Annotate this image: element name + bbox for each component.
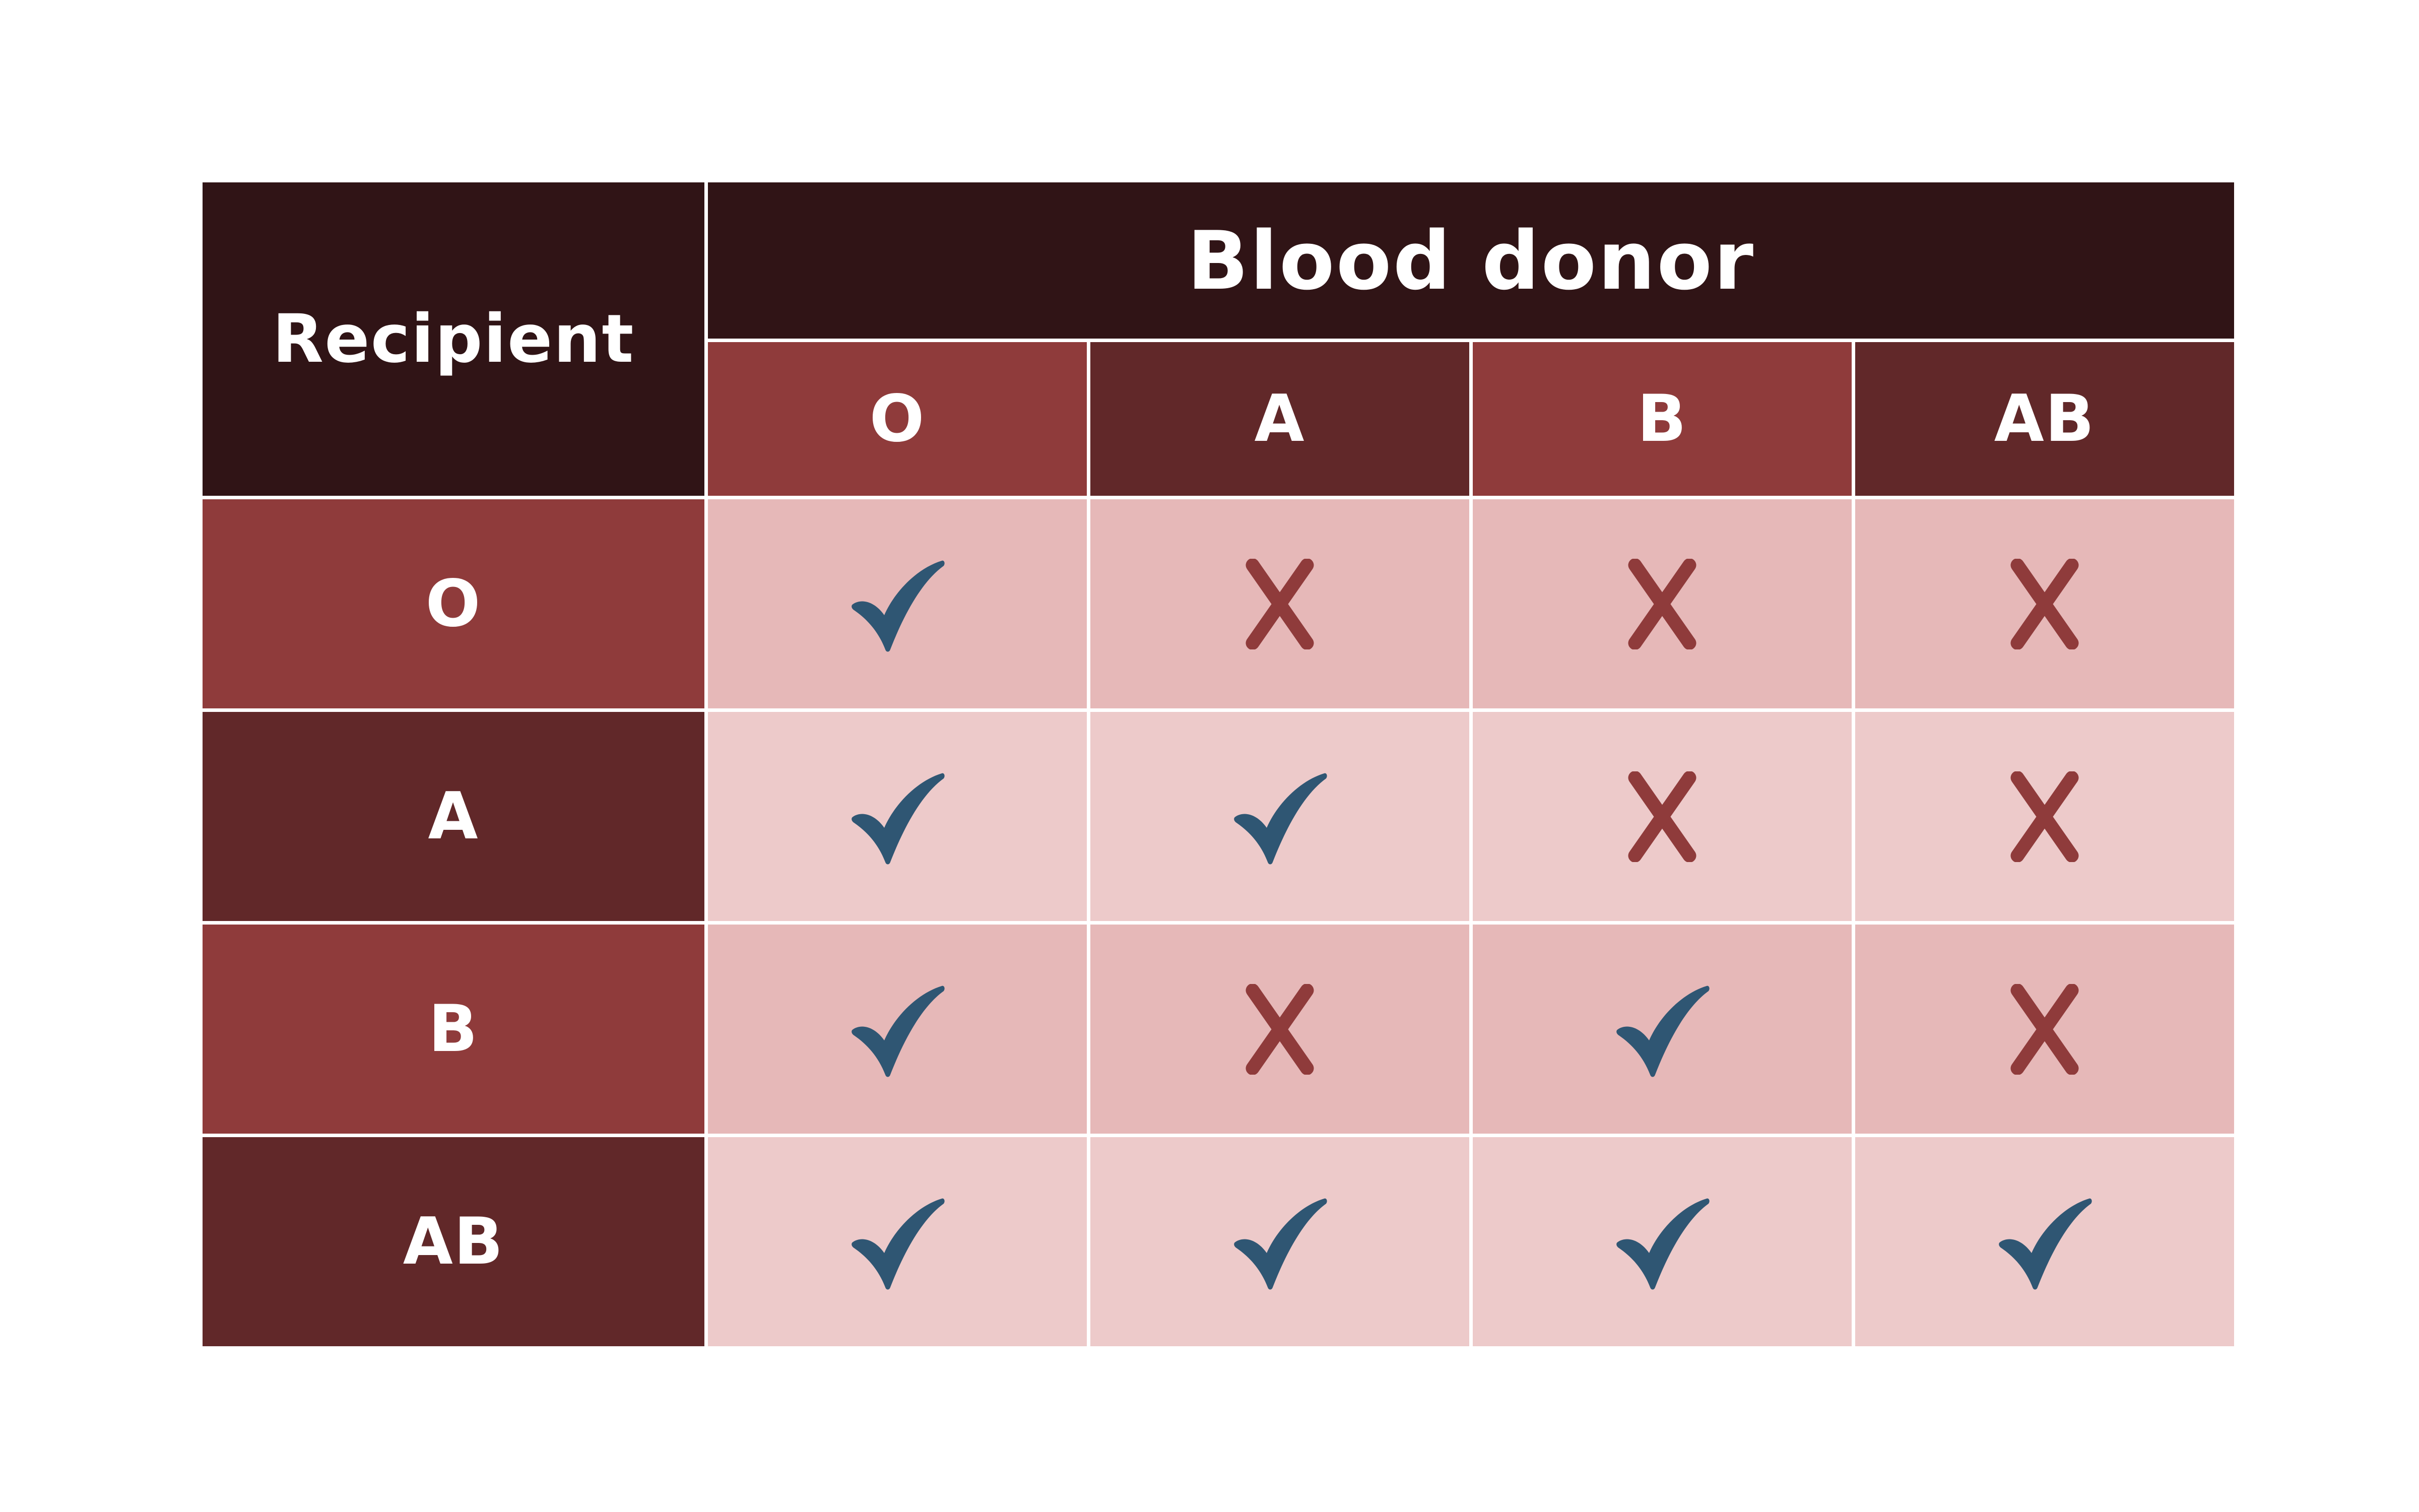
donor-type-a: A: [1090, 342, 1469, 496]
recipient-type-ab: AB: [203, 1137, 704, 1346]
donor-type-ab: AB: [1855, 342, 2234, 496]
checkmark-icon: [1229, 766, 1330, 867]
cell-recipient-o-donor-o: [708, 499, 1087, 708]
donor-type-o: O: [708, 342, 1087, 496]
cell-recipient-a-donor-b: [1473, 712, 1852, 921]
cell-recipient-a-donor-ab: [1855, 712, 2234, 921]
cross-icon: [1234, 558, 1325, 649]
cell-recipient-o-donor-a: [1090, 499, 1469, 708]
cell-recipient-a-donor-a: [1090, 712, 1469, 921]
cross-icon: [1617, 771, 1708, 862]
cell-recipient-o-donor-b: [1473, 499, 1852, 708]
cell-recipient-ab-donor-o: [708, 1137, 1087, 1346]
cross-icon: [1234, 983, 1325, 1075]
cell-recipient-o-donor-ab: [1855, 499, 2234, 708]
recipient-type-o: O: [203, 499, 704, 708]
cell-recipient-b-donor-b: [1473, 925, 1852, 1134]
cell-recipient-b-donor-a: [1090, 925, 1469, 1134]
checkmark-icon: [1994, 1192, 2095, 1292]
recipient-type-b: B: [203, 925, 704, 1134]
checkmark-icon: [847, 554, 948, 654]
cell-recipient-ab-donor-a: [1090, 1137, 1469, 1346]
cell-recipient-ab-donor-ab: [1855, 1137, 2234, 1346]
cross-icon: [1617, 558, 1708, 649]
cross-icon: [1999, 558, 2090, 649]
recipient-type-a: A: [203, 712, 704, 921]
checkmark-icon: [1612, 979, 1713, 1080]
cross-icon: [1999, 771, 2090, 862]
checkmark-icon: [847, 979, 948, 1080]
checkmark-icon: [847, 766, 948, 867]
cell-recipient-b-donor-ab: [1855, 925, 2234, 1134]
checkmark-icon: [847, 1192, 948, 1292]
checkmark-icon: [1612, 1192, 1713, 1292]
cross-icon: [1999, 983, 2090, 1075]
cell-recipient-ab-donor-b: [1473, 1137, 1852, 1346]
cell-recipient-a-donor-o: [708, 712, 1087, 921]
donor-type-b: B: [1473, 342, 1852, 496]
checkmark-icon: [1229, 1192, 1330, 1292]
recipient-header: Recipient: [203, 182, 704, 496]
blood-donor-header: Blood donor: [708, 182, 2234, 339]
cell-recipient-b-donor-o: [708, 925, 1087, 1134]
